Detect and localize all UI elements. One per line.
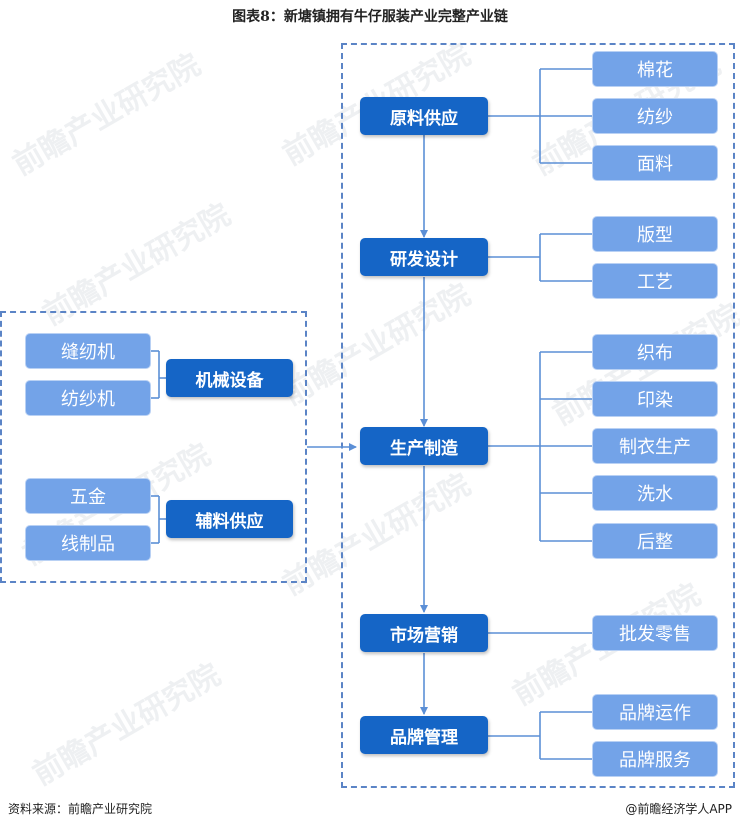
node-wholesale-retail: 批发零售 <box>592 615 718 651</box>
node-marketing: 市场营销 <box>360 614 488 652</box>
node-dyeing: 印染 <box>592 381 718 417</box>
node-brand-service: 品牌服务 <box>592 741 718 777</box>
node-hardware: 五金 <box>25 478 151 514</box>
source-note: 资料来源：前瞻产业研究院 <box>8 802 153 816</box>
node-pattern: 版型 <box>592 216 718 252</box>
node-raw-material-supply: 原料供应 <box>360 97 488 135</box>
node-craft: 工艺 <box>592 263 718 299</box>
node-production: 生产制造 <box>360 427 488 465</box>
node-cotton: 棉花 <box>592 51 718 87</box>
node-brand-management: 品牌管理 <box>360 716 488 754</box>
credit-note: @前瞻经济学人APP <box>625 802 732 816</box>
inputs-frame <box>0 311 307 583</box>
node-sewing-machine: 缝纫机 <box>25 333 151 369</box>
node-accessory-supply: 辅料供应 <box>166 500 293 538</box>
chart-title: 图表8：新塘镇拥有牛仔服装产业完整产业链 <box>232 9 508 25</box>
node-machinery-equipment: 机械设备 <box>166 359 293 397</box>
main-chain-frame <box>341 43 735 788</box>
node-thread-products: 线制品 <box>25 525 151 561</box>
node-spinning-machine: 纺纱机 <box>25 380 151 416</box>
node-washing: 洗水 <box>592 475 718 511</box>
node-rd-design: 研发设计 <box>360 238 488 276</box>
node-weaving: 织布 <box>592 334 718 370</box>
node-finishing: 后整 <box>592 523 718 559</box>
node-brand-operation: 品牌运作 <box>592 694 718 730</box>
node-fabric: 面料 <box>592 145 718 181</box>
node-garment-production: 制衣生产 <box>592 428 718 464</box>
node-spinning: 纺纱 <box>592 98 718 134</box>
